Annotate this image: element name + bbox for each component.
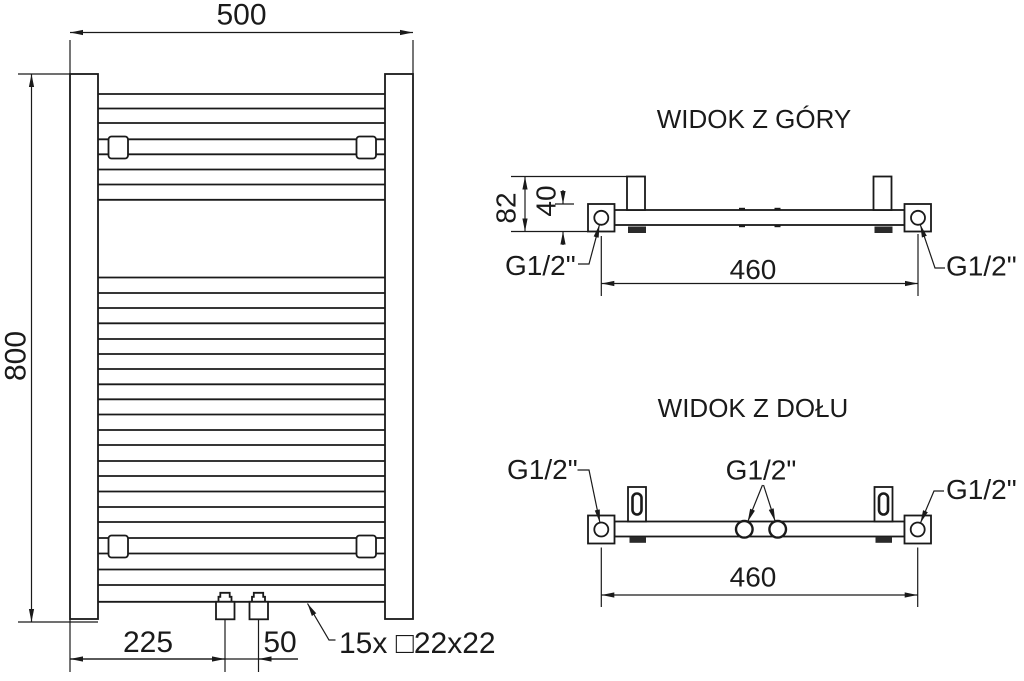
leader-center-right [762, 484, 776, 522]
bottom-thread-hole-right [909, 521, 926, 538]
center-tap-mark [774, 207, 781, 211]
thread-label-top-left: G1/2" [505, 250, 576, 281]
dim-valve-spacing-label: 50 [263, 626, 296, 659]
rung-tubes [98, 93, 385, 603]
front-view: 500 800 225 50 15x □22x22 [0, 0, 496, 672]
tube-count-label: 15x □22x22 [339, 627, 496, 660]
bottom-bracket-left [627, 486, 647, 523]
top-view-title: WIDOK Z GÓRY [657, 104, 852, 134]
top-bracket-right [872, 175, 893, 211]
top-bracket-right-foot [874, 226, 893, 233]
dim-width-label: 500 [216, 0, 266, 32]
bracket-top-right [355, 135, 377, 160]
valve-body-left [215, 600, 236, 621]
bottom-bracket-right-foot [875, 536, 892, 543]
leader-thread-top-left [578, 224, 601, 265]
leader-center-left [747, 484, 764, 522]
bottom-bracket-left-foot [629, 536, 646, 543]
dim-depth-label: 82 [491, 192, 522, 223]
center-tap-mark [739, 207, 745, 211]
leader-thread-bottom-right [919, 490, 944, 524]
collector-left [69, 73, 99, 620]
center-tap-mark [739, 224, 745, 228]
top-bracket-left [626, 175, 646, 211]
bottom-view: WIDOK Z DOŁU G1/2" G1/2" G1/2" 460 [507, 393, 1017, 607]
thread-label-bottom-right: G1/2" [946, 474, 1017, 505]
bottom-tube [613, 520, 906, 538]
valve-body-right [248, 600, 269, 621]
dim-height-label: 800 [0, 331, 33, 381]
top-thread-hole-left [593, 209, 610, 226]
top-end-block-left [587, 203, 616, 233]
bottom-end-block-left [587, 514, 616, 545]
top-thread-hole-right [910, 209, 926, 226]
dim-460-bottom-label: 460 [730, 562, 777, 593]
bottom-thread-hole-left [593, 521, 610, 538]
bottom-end-block-right [903, 514, 932, 545]
valve-cap-left [217, 591, 233, 603]
dim-460-top-label: 460 [730, 254, 777, 285]
thread-label-bottom-center: G1/2" [726, 455, 797, 486]
leader-tube-count [306, 603, 336, 641]
collector-right [384, 73, 414, 620]
bracket-bottom-left [107, 534, 129, 559]
top-end-block-right [903, 203, 932, 233]
leader-thread-top-right [919, 224, 945, 269]
bracket-slot-right [877, 492, 890, 516]
top-tube [613, 209, 906, 226]
leader-thread-bottom-left [577, 469, 601, 523]
center-connection-left [734, 519, 754, 539]
thread-label-top-right: G1/2" [946, 251, 1017, 282]
top-bracket-left-foot [628, 226, 646, 233]
valve-cap-right [251, 591, 266, 603]
bottom-bracket-right [873, 486, 894, 523]
center-connection-right [768, 519, 788, 539]
bracket-bottom-right [355, 534, 377, 559]
bottom-view-title: WIDOK Z DOŁU [658, 393, 849, 423]
top-view: WIDOK Z GÓRY 82 40 G1/2" G1/2" [491, 104, 1017, 296]
dim-valve-offset-label: 225 [123, 626, 173, 659]
dim-block-depth-label: 40 [531, 185, 562, 216]
bracket-top-left [107, 135, 129, 160]
thread-label-bottom-left: G1/2" [507, 454, 578, 485]
bracket-slot-left [631, 492, 643, 516]
center-tap-mark [774, 224, 781, 228]
